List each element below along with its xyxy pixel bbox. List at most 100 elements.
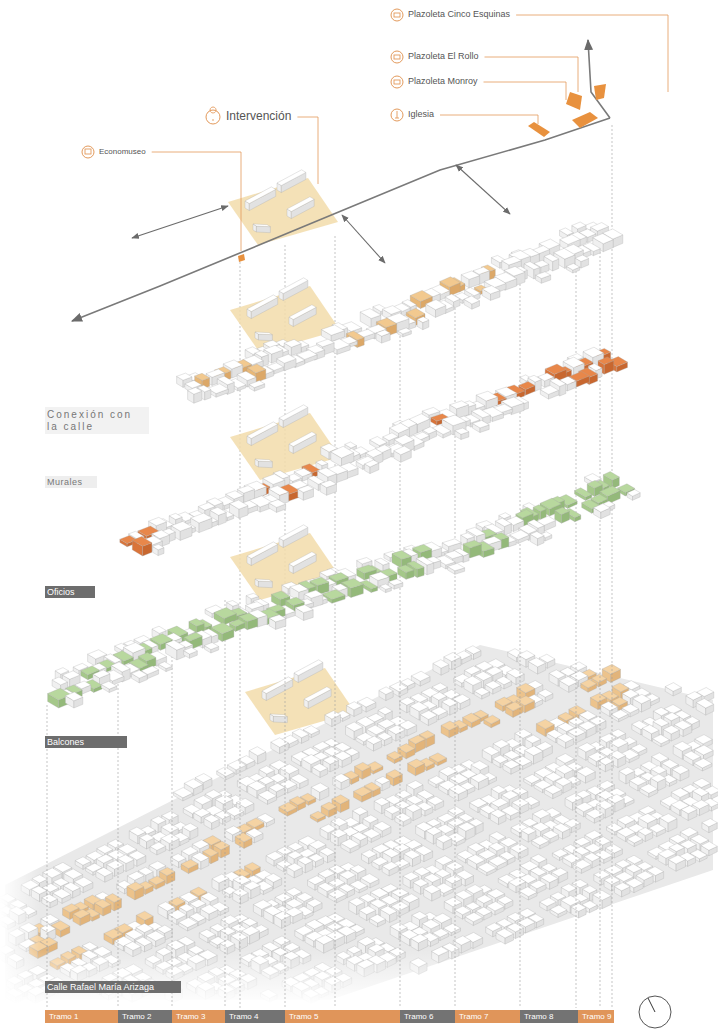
building-roof bbox=[612, 697, 628, 705]
building-roof bbox=[221, 915, 238, 924]
building-roof bbox=[184, 779, 202, 789]
building-roof bbox=[82, 942, 98, 950]
building-roof bbox=[436, 835, 451, 843]
building-roof bbox=[518, 651, 535, 660]
building-roof bbox=[553, 823, 570, 832]
building-roof bbox=[672, 765, 689, 774]
building-roof bbox=[288, 842, 304, 850]
building-roof bbox=[404, 850, 421, 859]
building-roof bbox=[578, 743, 596, 752]
building-roof bbox=[581, 679, 597, 688]
building-roof bbox=[538, 689, 553, 697]
building-roof bbox=[599, 757, 614, 765]
building-roof bbox=[584, 853, 600, 862]
building-roof bbox=[426, 827, 442, 835]
building-roof bbox=[108, 839, 124, 847]
building-roof bbox=[212, 874, 229, 883]
building-roof bbox=[561, 884, 576, 892]
building-roof bbox=[408, 759, 425, 768]
building-roof bbox=[597, 800, 614, 809]
building-roof bbox=[544, 785, 561, 794]
building-roof bbox=[572, 879, 588, 887]
building-roof bbox=[559, 677, 577, 687]
building-roof bbox=[574, 837, 590, 846]
building-roof bbox=[532, 836, 549, 845]
building-roof bbox=[140, 834, 155, 842]
building-roof bbox=[161, 834, 179, 844]
building-roof bbox=[95, 899, 112, 908]
building-roof bbox=[556, 754, 574, 764]
building-roof bbox=[568, 727, 586, 736]
building-roof bbox=[244, 881, 261, 890]
building-roof bbox=[245, 862, 261, 871]
building-roof bbox=[611, 710, 628, 719]
building-roof bbox=[478, 863, 497, 873]
building-roof bbox=[692, 800, 709, 809]
building-roof bbox=[353, 807, 368, 815]
building-roof bbox=[486, 923, 502, 931]
building-roof bbox=[432, 692, 447, 700]
building-roof bbox=[471, 761, 489, 771]
building-roof bbox=[446, 862, 463, 871]
building-roof bbox=[607, 794, 624, 803]
building-roof bbox=[380, 906, 397, 915]
building-roof bbox=[258, 790, 277, 800]
building-roof bbox=[686, 692, 702, 701]
building-roof bbox=[638, 828, 653, 836]
building-roof bbox=[524, 774, 541, 783]
building-roof bbox=[694, 758, 712, 768]
building-roof bbox=[458, 822, 475, 831]
building-roof bbox=[266, 851, 283, 860]
building-roof bbox=[602, 664, 620, 674]
building-roof bbox=[287, 863, 303, 871]
building-roof bbox=[555, 777, 571, 786]
building-roof bbox=[383, 849, 400, 858]
building-roof bbox=[204, 815, 219, 823]
building-roof bbox=[622, 704, 639, 713]
building-roof bbox=[53, 889, 71, 899]
building-roof bbox=[406, 795, 423, 804]
building-roof bbox=[279, 802, 297, 812]
building-roof bbox=[612, 683, 629, 692]
building-roof bbox=[221, 927, 236, 935]
building-roof bbox=[507, 923, 524, 932]
building-roof bbox=[448, 807, 464, 816]
building-roof bbox=[571, 903, 586, 911]
building-roof bbox=[541, 873, 558, 882]
building-roof bbox=[490, 809, 506, 818]
building-roof bbox=[424, 885, 441, 894]
building-roof bbox=[482, 746, 499, 755]
building-roof bbox=[96, 867, 113, 876]
building-roof bbox=[75, 857, 91, 865]
building-roof bbox=[536, 719, 554, 729]
building-roof bbox=[489, 842, 505, 851]
building-roof bbox=[541, 863, 557, 871]
building-roof bbox=[593, 890, 612, 900]
building-roof bbox=[466, 885, 483, 894]
building-roof bbox=[467, 855, 485, 864]
base-buildings bbox=[0, 646, 718, 1004]
building-roof bbox=[594, 870, 610, 879]
building-roof bbox=[463, 713, 481, 723]
building-roof bbox=[571, 662, 587, 671]
building-roof bbox=[74, 877, 93, 887]
building-roof bbox=[319, 847, 335, 856]
building-roof bbox=[355, 762, 371, 771]
building-roof bbox=[274, 911, 290, 920]
building-roof bbox=[321, 802, 337, 810]
building-roof bbox=[242, 926, 260, 935]
building-roof bbox=[693, 778, 711, 787]
building-roof bbox=[182, 823, 198, 831]
building-roof bbox=[169, 897, 185, 906]
building-roof bbox=[406, 804, 422, 812]
building-roof bbox=[331, 829, 347, 838]
building-roof bbox=[413, 879, 428, 887]
building-roof bbox=[308, 876, 325, 885]
building-roof bbox=[43, 868, 62, 878]
base-map bbox=[5, 645, 713, 1000]
building-roof bbox=[372, 857, 388, 866]
building-roof bbox=[702, 819, 717, 827]
building-roof bbox=[658, 849, 676, 858]
building-roof bbox=[563, 854, 581, 863]
building-roof bbox=[507, 669, 524, 678]
